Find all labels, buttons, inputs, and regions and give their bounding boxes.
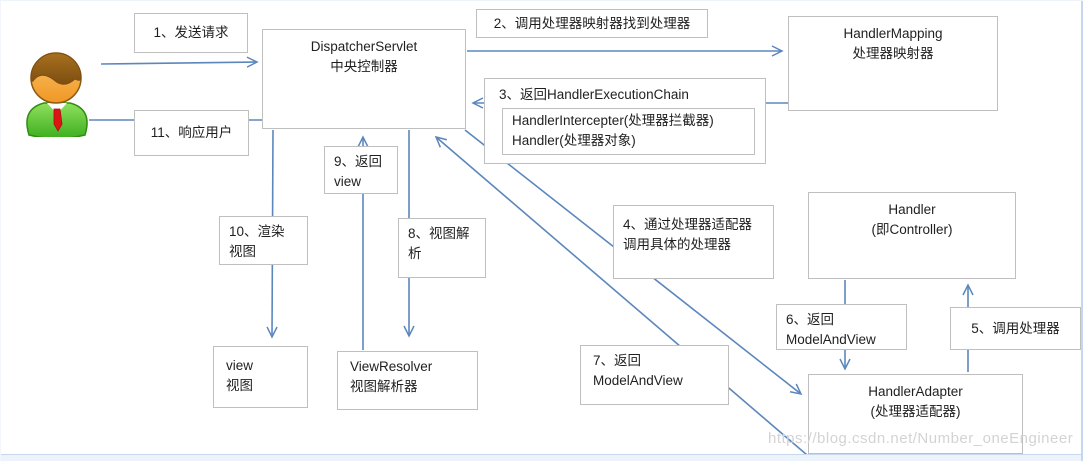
- step-8-line2: 析: [408, 245, 422, 261]
- step-3-label: 3、返回HandlerExecutionChain HandlerInterce…: [484, 78, 766, 164]
- arrow-1-send-request: [100, 56, 259, 68]
- view-resolver-name: ViewResolver: [350, 359, 433, 374]
- step-7-line2: ModelAndView: [593, 372, 683, 388]
- step-6-line2: ModelAndView: [786, 331, 876, 347]
- view-cn: 视图: [226, 377, 253, 393]
- view-name: view: [226, 358, 254, 373]
- handler-intercepter-text: HandlerIntercepter(处理器拦截器): [512, 113, 714, 128]
- step-10-line2: 视图: [229, 243, 256, 259]
- step-2-text: 2、调用处理器映射器找到处理器: [493, 15, 691, 31]
- view-resolver-cn: 视图解析器: [350, 378, 418, 394]
- handler-adapter-node: HandlerAdapter (处理器适配器): [808, 374, 1023, 454]
- step-2-label: 2、调用处理器映射器找到处理器: [476, 9, 708, 38]
- view-resolver-node: ViewResolver 视图解析器: [337, 351, 478, 410]
- step-4-line1: 4、通过处理器适配器: [623, 217, 753, 232]
- step-7-line1: 7、返回: [593, 353, 642, 368]
- bottom-edge-strip: [1, 454, 1083, 461]
- step-9-label: 9、返回 view: [324, 146, 398, 194]
- view-node: view 视图: [213, 346, 308, 408]
- step-8-line1: 8、视图解: [408, 226, 470, 241]
- step-1-label: 1、发送请求: [134, 13, 248, 53]
- step-9-line1: 9、返回: [334, 154, 383, 169]
- step-6-label: 6、返回 ModelAndView: [776, 304, 907, 350]
- handler-object-text: Handler(处理器对象): [512, 132, 636, 148]
- step-6-line1: 6、返回: [786, 312, 835, 327]
- handler-mapping-node: HandlerMapping 处理器映射器: [788, 16, 998, 111]
- handler-mapping-name: HandlerMapping: [843, 26, 943, 41]
- handler-adapter-cn: (处理器适配器): [870, 403, 961, 419]
- step-7-label: 7、返回 ModelAndView: [580, 345, 729, 405]
- handler-cn: (即Controller): [871, 221, 953, 237]
- step-4-label: 4、通过处理器适配器 调用具体的处理器: [613, 205, 774, 279]
- step-10-label: 10、渲染 视图: [219, 216, 308, 265]
- dispatcher-servlet-cn: 中央控制器: [330, 58, 398, 74]
- user-icon: [26, 52, 88, 137]
- handler-execution-chain-box: HandlerIntercepter(处理器拦截器) Handler(处理器对象…: [502, 108, 755, 155]
- dispatcher-servlet-name: DispatcherServlet: [310, 39, 418, 54]
- step-3-title: 3、返回HandlerExecutionChain: [499, 87, 689, 102]
- step-11-text: 11、响应用户: [150, 125, 233, 141]
- watermark: https://blog.csdn.net/Number_oneEngineer: [768, 430, 1074, 447]
- dispatcher-servlet-node: DispatcherServlet 中央控制器: [262, 29, 466, 129]
- handler-adapter-name: HandlerAdapter: [868, 384, 963, 399]
- handler-node: Handler (即Controller): [808, 192, 1016, 279]
- step-4-line2: 调用具体的处理器: [623, 236, 731, 252]
- step-9-line2: view: [334, 173, 362, 189]
- arrow-7-return-modelandview-to-dispatcher: [434, 135, 808, 456]
- step-8-label: 8、视图解 析: [398, 218, 486, 278]
- step-5-text: 5、调用处理器: [971, 320, 1060, 336]
- right-edge-strip: [1081, 1, 1083, 461]
- step-10-line1: 10、渲染: [229, 224, 285, 239]
- handler-mapping-cn: 处理器映射器: [852, 45, 934, 61]
- handler-name: Handler: [888, 202, 936, 217]
- step-1-text: 1、发送请求: [153, 25, 229, 41]
- step-5-label: 5、调用处理器: [950, 307, 1081, 350]
- step-11-label: 11、响应用户: [134, 110, 249, 156]
